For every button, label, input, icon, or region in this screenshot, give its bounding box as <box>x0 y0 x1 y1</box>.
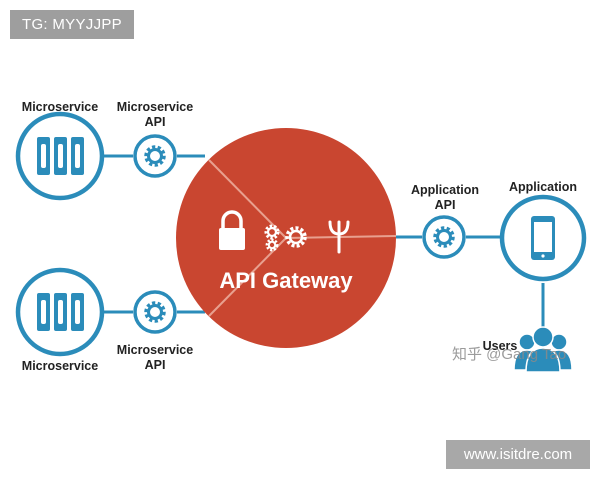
header-tag: TG: MYYJJPP <box>10 10 134 39</box>
server-rack-icon <box>37 293 84 331</box>
microservice-api-top-node <box>133 134 177 178</box>
gateway-title: API Gateway <box>219 268 353 293</box>
smartphone-icon <box>531 216 555 260</box>
microservice-top-label: Microservice <box>21 100 99 114</box>
gear-icon <box>433 226 455 248</box>
application-api-line2: API <box>434 198 456 212</box>
gear-icon <box>144 301 166 323</box>
application-api-node <box>422 215 466 259</box>
application-api-label: Application API <box>400 183 490 213</box>
gears-icon <box>264 224 307 252</box>
microservice-api-bottom-node <box>133 290 177 334</box>
microservice-bottom-node <box>15 267 105 357</box>
application-api-line1: Application <box>410 183 480 197</box>
microservice-api-top-line1: Microservice <box>116 100 194 114</box>
users-label: Users <box>482 339 518 353</box>
application-label: Application <box>508 180 578 194</box>
application-node <box>499 194 587 282</box>
microservice-api-bottom-line2: API <box>144 358 166 372</box>
antenna-icon <box>328 220 350 254</box>
connectors <box>103 154 545 333</box>
site-watermark: www.isitdre.com <box>446 440 590 469</box>
microservice-api-bottom-label: Microservice API <box>110 343 200 373</box>
lock-icon <box>219 210 245 250</box>
microservice-api-top-line2: API <box>144 115 166 129</box>
microservice-api-bottom-line1: Microservice <box>116 343 194 357</box>
microservice-top-node <box>15 111 105 201</box>
zhihu-watermark: 知乎 @Gang Tao <box>452 346 567 363</box>
microservice-bottom-label: Microservice <box>21 359 99 373</box>
server-rack-icon <box>37 137 84 175</box>
microservice-api-top-label: Microservice API <box>110 100 200 130</box>
users-icon <box>513 326 573 373</box>
gear-icon <box>144 145 166 167</box>
api-gateway-node <box>176 128 397 348</box>
